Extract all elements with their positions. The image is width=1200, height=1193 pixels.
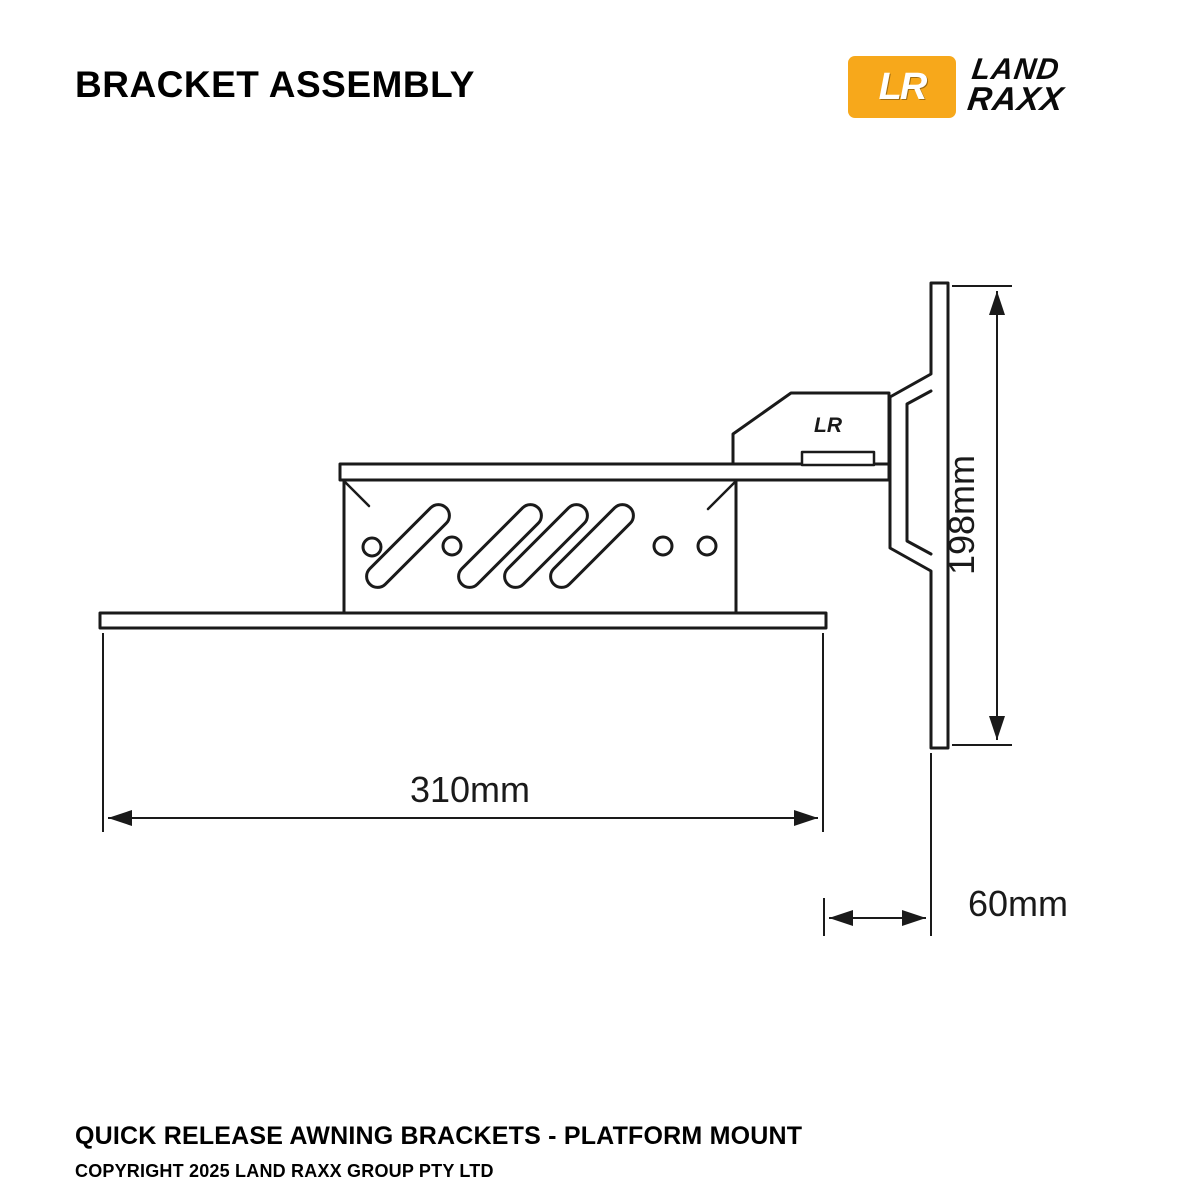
bolt-hole (696, 535, 718, 557)
vent-slot (365, 503, 451, 589)
landraxx-logo: LR LAND RAXX (848, 53, 1066, 118)
bolt-hole (652, 535, 674, 557)
vent-slot (549, 503, 635, 589)
release-tab-slot (800, 450, 876, 467)
landraxx-logo-mark-icon: LR (848, 56, 956, 118)
vent-slots (365, 503, 635, 589)
footer-copyright: COPYRIGHT 2025 LAND RAXX GROUP PTY LTD (75, 1161, 494, 1181)
footer: QUICK RELEASE AWNING BRACKETS - PLATFORM… (75, 1122, 802, 1182)
engraved-logo-mark-icon: LR (814, 414, 843, 437)
bolt-hole (441, 535, 463, 557)
bolt-hole (361, 536, 383, 558)
logo-monogram: LR (878, 65, 928, 108)
dim-label-310: 310mm (410, 769, 530, 810)
wall-bracket-bend-line (905, 389, 933, 556)
dim-label-60: 60mm (968, 883, 1068, 924)
dim-label-198: 198mm (941, 455, 982, 575)
vent-slot (457, 503, 543, 589)
wall-bracket-outline (888, 281, 950, 750)
page-title: BRACKET ASSEMBLY (75, 64, 475, 105)
bend-line-right (706, 479, 738, 511)
base-plate (98, 611, 828, 630)
bolt-holes (361, 535, 718, 558)
top-flange (338, 462, 891, 482)
bend-line-left (342, 479, 371, 508)
vent-slot (503, 503, 589, 589)
footer-product-line: QUICK RELEASE AWNING BRACKETS - PLATFORM… (75, 1122, 803, 1150)
